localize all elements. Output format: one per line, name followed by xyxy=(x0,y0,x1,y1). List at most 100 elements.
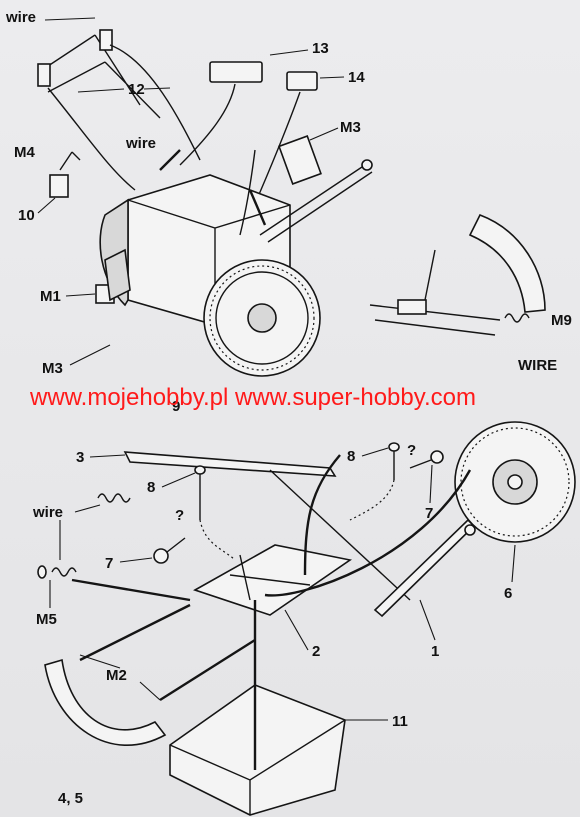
label-m9: M9 xyxy=(551,312,572,329)
label-m3-a: M3 xyxy=(340,119,361,136)
label-m1: M1 xyxy=(40,288,61,305)
leader-7-a xyxy=(119,557,153,563)
wheel-hub xyxy=(247,303,277,333)
label-11: 11 xyxy=(392,713,408,730)
drawbar-eye xyxy=(464,524,476,536)
part-4-5-fender xyxy=(44,658,167,746)
lower-assembly-drawing xyxy=(37,421,576,816)
leader-2 xyxy=(284,609,309,651)
label-q2: ? xyxy=(407,442,416,459)
label-9: 9 xyxy=(172,398,180,415)
leader-m3-b xyxy=(69,344,111,366)
label-8-b: 8 xyxy=(347,448,355,465)
label-wire-c: WIRE xyxy=(518,357,557,374)
wheel-6-tread xyxy=(460,427,570,537)
label-wire: wire xyxy=(32,504,63,521)
leader-wire xyxy=(59,504,101,560)
label-12: 12 xyxy=(128,81,145,98)
arrow-top-b xyxy=(248,189,267,226)
part-10 xyxy=(49,174,69,198)
guide-3 xyxy=(269,469,411,601)
handle-clip-left xyxy=(37,63,51,87)
label-13: 13 xyxy=(312,40,329,57)
part-11-box xyxy=(169,684,346,816)
part-7a-stem xyxy=(166,537,186,553)
leader-6 xyxy=(511,544,516,583)
label-3: 3 xyxy=(76,449,84,466)
arrow-3 xyxy=(303,454,341,576)
label-m5: M5 xyxy=(36,611,57,628)
wire-loop-right xyxy=(109,44,201,161)
pin-8b-head xyxy=(388,442,400,452)
dotted-path-b xyxy=(349,479,395,521)
label-m2: M2 xyxy=(106,667,127,684)
box-edges xyxy=(169,719,346,815)
part-13 xyxy=(209,61,263,83)
arrow-m5 xyxy=(71,578,191,602)
inset-bracket xyxy=(397,299,427,315)
leader-8-b xyxy=(361,447,389,457)
leader-m2 xyxy=(79,654,161,701)
handle-rail-left xyxy=(41,34,106,93)
arrow-fender-a xyxy=(79,603,191,662)
pin-8a-head xyxy=(194,465,206,475)
label-m4: M4 xyxy=(14,144,35,161)
label-wire-b: wire xyxy=(125,135,156,152)
part-14 xyxy=(286,71,318,91)
spring-upper xyxy=(97,493,131,503)
leader-m3-a xyxy=(309,127,339,141)
inset-fender xyxy=(468,213,546,313)
label-q1: ? xyxy=(175,507,184,524)
washer-m5 xyxy=(37,565,47,579)
part-m3-side xyxy=(104,248,131,302)
label-7-b: 7 xyxy=(425,505,433,522)
label-6: 6 xyxy=(504,585,512,602)
wire-loop-left xyxy=(47,87,136,191)
arrow-top-a xyxy=(159,149,181,171)
label-m3-b: M3 xyxy=(42,360,63,377)
arrow-wheel xyxy=(264,469,472,597)
upper-assembly-drawing xyxy=(37,29,546,377)
label-2: 2 xyxy=(312,643,320,660)
leader-7-b xyxy=(429,464,433,504)
wheel-tread xyxy=(209,265,315,371)
watermark-text: www.mojehobby.pl www.super-hobby.com xyxy=(29,384,476,411)
part-7b xyxy=(430,450,444,464)
arrow-fender-b xyxy=(159,638,256,702)
tow-bar xyxy=(259,164,373,243)
leader-m1 xyxy=(65,293,96,297)
part-7a xyxy=(153,548,169,564)
guide-m3-top xyxy=(239,149,256,236)
label-14: 14 xyxy=(348,69,365,86)
part-7b-stem xyxy=(409,459,432,469)
leader-8-a xyxy=(161,472,196,488)
inset-bar xyxy=(369,304,501,336)
spring-m5 xyxy=(51,567,77,577)
label-10: 10 xyxy=(18,207,35,224)
label-1: 1 xyxy=(431,643,439,660)
part-3-bar xyxy=(123,451,337,477)
inset-spring-m9 xyxy=(504,313,530,323)
leader-10 xyxy=(37,197,56,214)
leader-1 xyxy=(419,599,436,641)
label-7-a: 7 xyxy=(105,555,113,572)
label-4-5: 4, 5 xyxy=(58,790,83,807)
label-8-a: 8 xyxy=(147,479,155,496)
wheel-6-center xyxy=(507,474,523,490)
wheel-rim xyxy=(215,271,309,365)
leader-13 xyxy=(269,49,309,56)
leader-wire-a xyxy=(44,17,96,21)
part-m4 xyxy=(59,151,81,171)
part-1-drawbar xyxy=(373,518,476,618)
handle-clip-right xyxy=(99,29,113,51)
guide-13 xyxy=(179,83,236,166)
dotted-path-a xyxy=(199,519,236,561)
tow-eye xyxy=(361,159,373,171)
leader-14 xyxy=(319,76,345,79)
label-wire-a: wire xyxy=(5,9,36,26)
leader-12 xyxy=(77,87,171,93)
frame-crossbars xyxy=(229,554,311,601)
inset-guide xyxy=(424,249,436,301)
